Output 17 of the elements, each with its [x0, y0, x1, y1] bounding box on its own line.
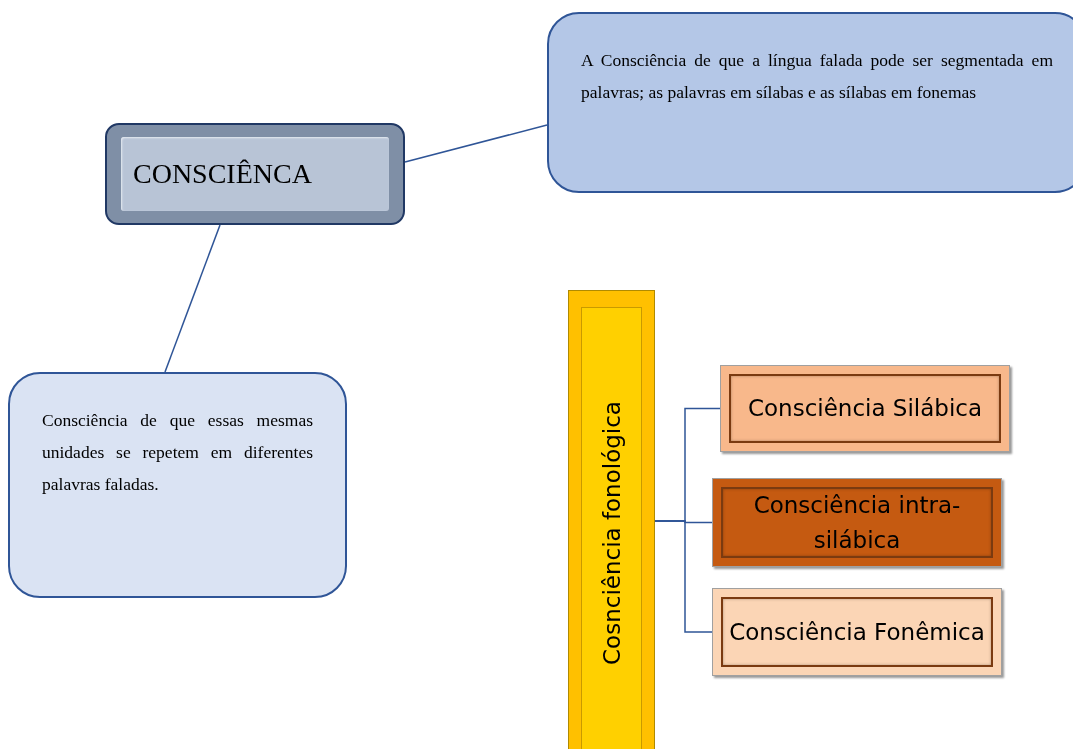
category-box — [712, 588, 1002, 676]
box-label: Consciência Fonêmica — [729, 617, 985, 647]
connector-line — [404, 124, 548, 163]
box-label: CONSCIÊNCA — [133, 158, 312, 190]
connector-line — [164, 224, 221, 373]
category-box — [712, 478, 1002, 567]
callout-box — [8, 372, 347, 598]
vertical-banner — [568, 290, 655, 749]
bevel-box — [105, 123, 405, 225]
category-box — [720, 365, 1010, 452]
box-label: Consciência Silábica — [747, 394, 983, 424]
box-label: Consciência intra-silábica — [752, 491, 962, 555]
callout-box — [547, 12, 1073, 193]
connector-line — [654, 520, 713, 633]
callout-text: Consciência de que essas mesmas unidades se repetem em diferentes palavras faladas. — [42, 409, 313, 496]
banner-label: Cosnciência fonológica — [598, 401, 625, 665]
callout-text: A Consciência de que a língua falada pode ser segmentada em palavras; as palavras em sílabas e as sílabas em fonemas — [581, 49, 1053, 104]
